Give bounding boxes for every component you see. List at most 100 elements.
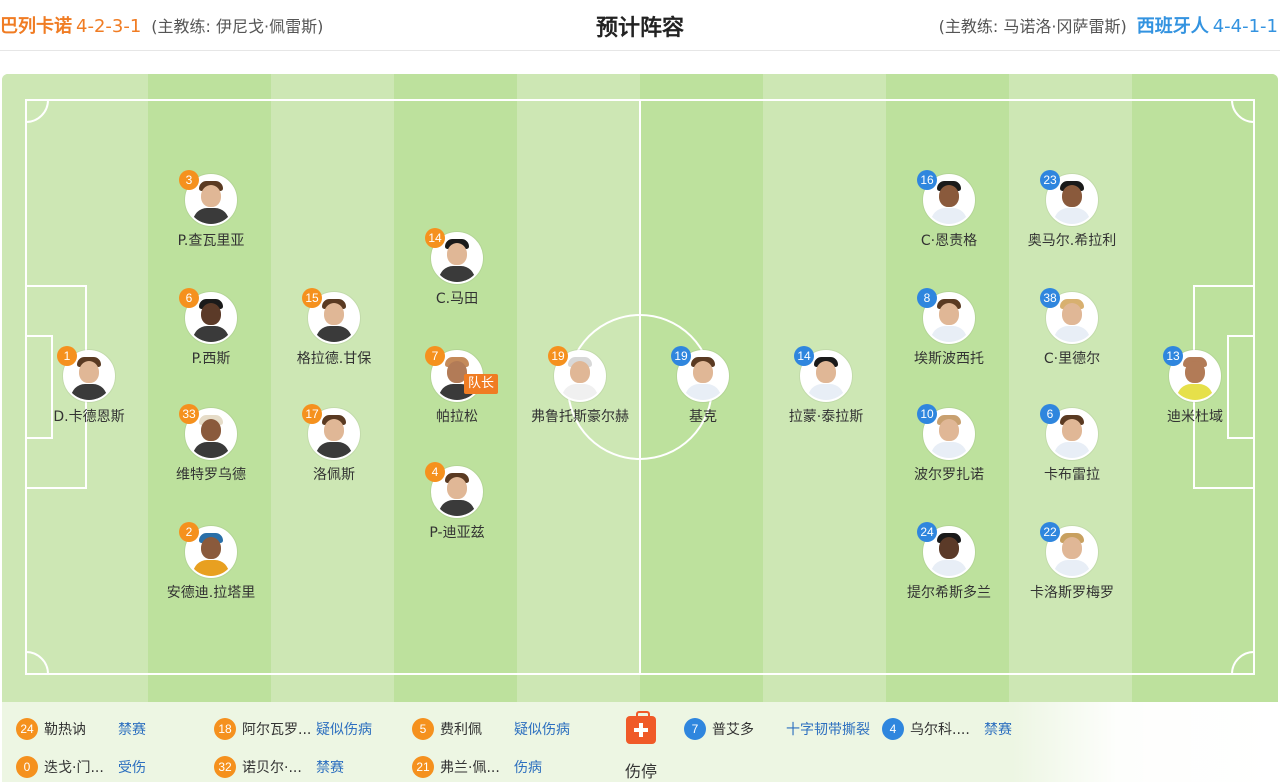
player-name: C·里德尔 <box>1043 351 1101 367</box>
absence-item[interactable]: 32 诺贝尔·... 禁赛 <box>214 756 344 780</box>
home-player-gk[interactable]: 1 D.卡德恩斯 <box>24 346 154 426</box>
watermark-fade <box>1012 702 1278 782</box>
absence-number: 32 <box>214 756 236 778</box>
player-name: D.卡德恩斯 <box>53 409 125 425</box>
player-number: 3 <box>179 170 199 190</box>
away-team-name[interactable]: 西班牙人 <box>1136 16 1209 37</box>
away-player[interactable]: 6 卡布雷拉 <box>1007 404 1137 484</box>
away-coach: (主教练: 马诺洛·冈萨雷斯) <box>938 17 1127 36</box>
home-formation: 4-2-3-1 <box>76 16 142 37</box>
absence-number: 21 <box>412 756 434 778</box>
home-player-captain[interactable]: 7 队长 帕拉松 <box>392 346 522 426</box>
player-number: 1 <box>57 346 77 366</box>
absence-reason: 疑似伤病 <box>514 722 570 738</box>
away-player[interactable]: 14 拉蒙·泰拉斯 <box>761 346 891 426</box>
pitch: 1 D.卡德恩斯 3 P.查瓦里亚 6 P.西斯 33 维特罗乌德 2 安德迪.… <box>2 74 1278 702</box>
absence-number: 0 <box>16 756 38 778</box>
player-avatar <box>308 292 360 344</box>
absence-reason: 伤病 <box>514 760 542 776</box>
home-player[interactable]: 33 维特罗乌德 <box>146 404 276 484</box>
away-player[interactable]: 16 C·恩责格 <box>884 170 1014 250</box>
player-name: 卡洛斯罗梅罗 <box>1030 585 1114 601</box>
player-name: 奥马尔.希拉利 <box>1027 233 1117 249</box>
pitch-stripe <box>271 74 394 702</box>
player-avatar <box>63 350 115 402</box>
away-player[interactable]: 24 提尔希斯多兰 <box>884 522 1014 602</box>
absence-name: 费利佩 <box>440 722 482 738</box>
page-title: 预计阵容 <box>595 16 684 41</box>
home-player[interactable]: 3 P.查瓦里亚 <box>146 170 276 250</box>
player-avatar <box>1046 408 1098 460</box>
home-player[interactable]: 17 洛佩斯 <box>269 404 399 484</box>
home-player[interactable]: 6 P.西斯 <box>146 288 276 368</box>
player-number: 4 <box>425 462 445 482</box>
player-name: 洛佩斯 <box>313 467 355 483</box>
player-name: C.马田 <box>435 291 479 307</box>
player-name: 格拉德.甘保 <box>296 351 372 367</box>
absence-item[interactable]: 0 迭戈·门... 受伤 <box>16 756 146 780</box>
player-name: 帕拉松 <box>436 409 478 425</box>
player-number: 38 <box>1040 288 1060 308</box>
player-name: 迪米杜域 <box>1167 409 1223 425</box>
medical-kit-icon <box>626 711 656 744</box>
away-player[interactable]: 8 埃斯波西托 <box>884 288 1014 368</box>
absence-name: 乌尔科.... <box>910 722 970 738</box>
player-number: 2 <box>179 522 199 542</box>
player-number: 10 <box>917 404 937 424</box>
absence-number: 18 <box>214 718 236 740</box>
captain-badge: 队长 <box>464 374 499 394</box>
away-player[interactable]: 22 卡洛斯罗梅罗 <box>1007 522 1137 602</box>
home-player[interactable]: 14 C.马田 <box>392 228 522 308</box>
player-name: 波尔罗扎诺 <box>914 467 984 483</box>
absence-number: 5 <box>412 718 434 740</box>
absence-reason: 受伤 <box>118 760 146 776</box>
absence-reason: 禁赛 <box>316 760 344 776</box>
absence-reason: 十字韧带撕裂 <box>786 722 870 738</box>
home-player[interactable]: 2 安德迪.拉塔里 <box>146 522 276 602</box>
player-number: 13 <box>1163 346 1183 366</box>
away-player-gk[interactable]: 13 迪米杜域 <box>1130 346 1260 426</box>
away-player[interactable]: 10 波尔罗扎诺 <box>884 404 1014 484</box>
absence-number: 7 <box>684 718 706 740</box>
absence-reason: 禁赛 <box>984 722 1012 738</box>
player-name: 拉蒙·泰拉斯 <box>788 409 864 425</box>
player-number: 14 <box>425 228 445 248</box>
absence-name: 阿尔瓦罗... <box>242 722 312 738</box>
player-avatar <box>185 292 237 344</box>
player-name: 提尔希斯多兰 <box>907 585 991 601</box>
injury-section: 伤停 <box>612 702 670 782</box>
player-number: 22 <box>1040 522 1060 542</box>
home-coach: (主教练: 伊尼戈·佩雷斯) <box>151 17 324 36</box>
absence-item[interactable]: 5 费利佩 疑似伤病 <box>412 718 570 742</box>
absence-number: 24 <box>16 718 38 740</box>
player-name: 埃斯波西托 <box>914 351 984 367</box>
player-number: 33 <box>179 404 199 424</box>
away-player[interactable]: 19 基克 <box>638 346 768 426</box>
home-team-name[interactable]: 巴列卡诺 <box>0 16 72 37</box>
player-name: 安德迪.拉塔里 <box>166 585 256 601</box>
absence-name: 诺贝尔·... <box>242 760 302 776</box>
home-player[interactable]: 19 弗鲁托斯豪尔赫 <box>515 346 645 426</box>
player-number: 19 <box>548 346 568 366</box>
absence-name: 迭戈·门... <box>44 760 104 776</box>
player-number: 7 <box>425 346 445 366</box>
home-player[interactable]: 4 P-迪亚兹 <box>392 462 522 542</box>
absence-name: 弗兰·佩... <box>440 760 500 776</box>
player-number: 16 <box>917 170 937 190</box>
away-player[interactable]: 23 奥马尔.希拉利 <box>1007 170 1137 250</box>
absence-item[interactable]: 21 弗兰·佩... 伤病 <box>412 756 542 780</box>
player-number: 6 <box>179 288 199 308</box>
player-name: P-迪亚兹 <box>429 525 485 541</box>
player-number: 14 <box>794 346 814 366</box>
home-player[interactable]: 15 格拉德.甘保 <box>269 288 399 368</box>
player-number: 6 <box>1040 404 1060 424</box>
absence-name: 勒热讷 <box>44 722 86 738</box>
away-player[interactable]: 38 C·里德尔 <box>1007 288 1137 368</box>
